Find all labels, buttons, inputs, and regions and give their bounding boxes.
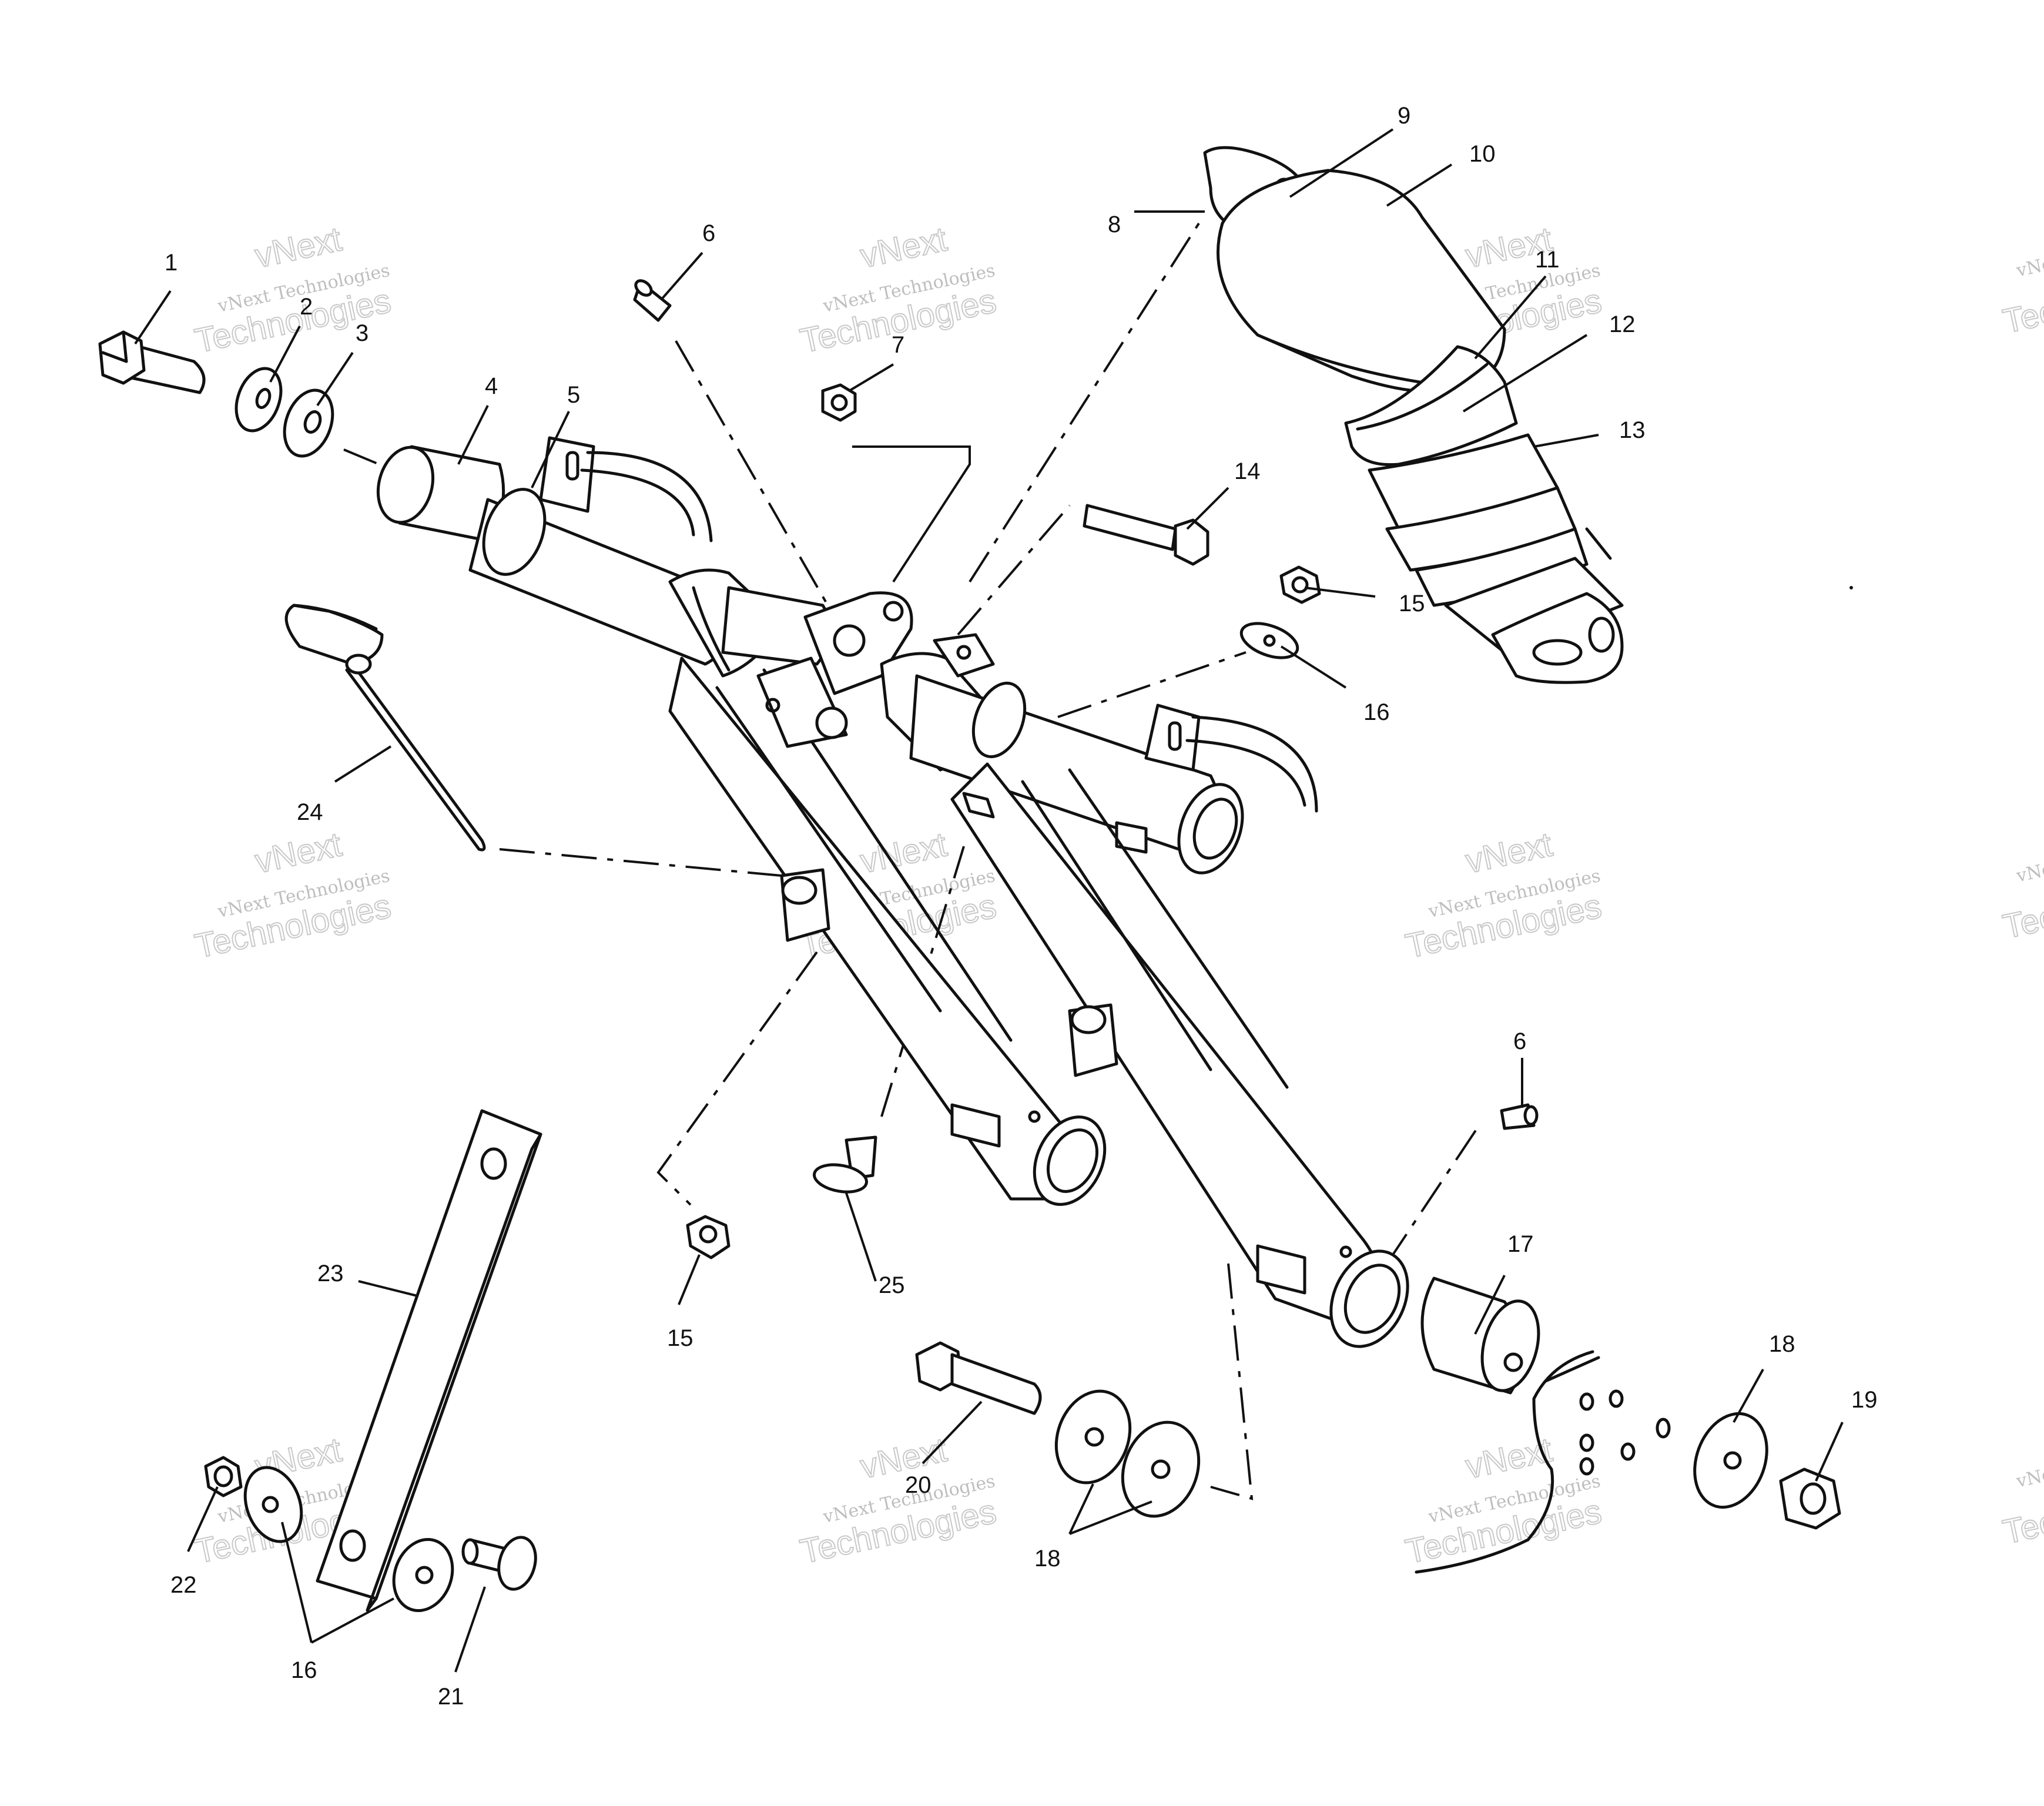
callout-23: 23	[317, 1261, 344, 1286]
watermark-text: vNext Technologies	[2014, 1435, 2044, 1492]
callout-7: 7	[892, 332, 904, 358]
bushing-part-4	[376, 445, 505, 542]
callout-13: 13	[1619, 417, 1646, 443]
nut-part-7	[821, 383, 857, 422]
callout-6: 6	[1513, 1028, 1526, 1054]
callout-21: 21	[438, 1684, 464, 1710]
watermark-text: vNext	[857, 220, 950, 275]
watermark-edge-right: vNext Technologies Technologies	[1999, 830, 2044, 946]
callout-16: 16	[1363, 699, 1390, 725]
watermark-text: vNext	[1462, 825, 1556, 880]
callout-6: 6	[702, 220, 715, 246]
pin-part-21	[461, 1536, 537, 1591]
washer-part-16-upper	[1239, 622, 1299, 659]
callout-2: 2	[300, 294, 313, 320]
washer-part-18-right	[1693, 1412, 1768, 1509]
watermark-edge-right: vNext Technologies Technologies	[1999, 225, 2044, 341]
nut-part-15-upper	[1279, 565, 1321, 604]
watermark-bottom-center: vNext vNext Technologies Technologies	[796, 1430, 1000, 1572]
leader-lines	[134, 128, 1844, 1673]
watermark-text: vNext	[252, 825, 345, 880]
callout-16: 16	[291, 1657, 317, 1683]
bolt-part-1	[98, 330, 206, 394]
callout-15: 15	[667, 1325, 693, 1351]
callout-24: 24	[297, 799, 323, 825]
washer-part-2	[234, 367, 283, 433]
swing-arm-frame-part-5	[468, 436, 1409, 1348]
spacer-part-17	[1420, 1276, 1540, 1395]
callout-18: 18	[1769, 1331, 1795, 1357]
callout-17: 17	[1507, 1231, 1534, 1257]
washer-part-18-left-a	[1054, 1389, 1132, 1485]
callout-10: 10	[1469, 141, 1496, 167]
watermark-mid-left: vNext vNext Technologies Technologies	[191, 825, 395, 966]
shock-absorber-assembly	[1203, 146, 1624, 684]
callout-20: 20	[905, 1472, 931, 1498]
callout-18: 18	[1034, 1546, 1061, 1572]
callout-15: 15	[1399, 591, 1425, 616]
lock-nut-part-19	[1779, 1467, 1841, 1530]
washer-part-16-lower-a	[243, 1466, 303, 1543]
watermark-text: vNext	[857, 1430, 950, 1486]
callout-1: 1	[165, 250, 177, 276]
explosion-lines	[343, 222, 1482, 1500]
bolt-part-20	[915, 1341, 1042, 1415]
callout-3: 3	[356, 320, 368, 346]
strap-part-23	[316, 1109, 542, 1612]
callout-4: 4	[485, 373, 498, 399]
grease-fitting-part-6-top	[633, 279, 672, 322]
watermark-mid-right: vNext vNext Technologies Technologies	[1402, 825, 1606, 966]
washer-part-18-left-b	[1121, 1420, 1201, 1518]
washer-part-3	[283, 388, 334, 458]
nut-part-22	[204, 1456, 243, 1497]
callout-5: 5	[567, 382, 580, 408]
callout-14: 14	[1234, 458, 1261, 484]
callout-22: 22	[170, 1572, 197, 1598]
callout-19: 19	[1851, 1387, 1878, 1413]
callout-12: 12	[1609, 311, 1636, 337]
watermark-text: vNext	[857, 825, 950, 880]
callout-9: 9	[1398, 103, 1410, 129]
washer-part-16-lower-b	[392, 1537, 454, 1613]
watermark-text: vNext	[252, 220, 345, 275]
watermark-text: vNext	[1462, 1430, 1556, 1486]
nut-part-15-lower	[686, 1215, 731, 1259]
callout-8: 8	[1108, 212, 1121, 237]
callout-labels: 1 2 3 4 5 6 7 8 9 10 11 12 13 14 15 16 2…	[165, 103, 1878, 1710]
watermark-text: vNext Technologies	[2014, 225, 2044, 281]
stray-dot	[1849, 586, 1853, 589]
watermark-edge-right: vNext Technologies Technologies	[1999, 1435, 2044, 1552]
rail-section	[1415, 1350, 1671, 1574]
callout-11: 11	[1535, 247, 1560, 273]
rod-part-24	[284, 604, 486, 852]
watermark-text: vNext Technologies	[2014, 830, 2044, 886]
bolt-part-14	[1083, 504, 1209, 566]
callout-25: 25	[879, 1272, 905, 1298]
bolt-part-25	[813, 1135, 877, 1194]
watermark-bottom-right: vNext vNext Technologies Technologies	[1402, 1430, 1606, 1572]
grease-fitting-part-6-right	[1500, 1103, 1539, 1130]
